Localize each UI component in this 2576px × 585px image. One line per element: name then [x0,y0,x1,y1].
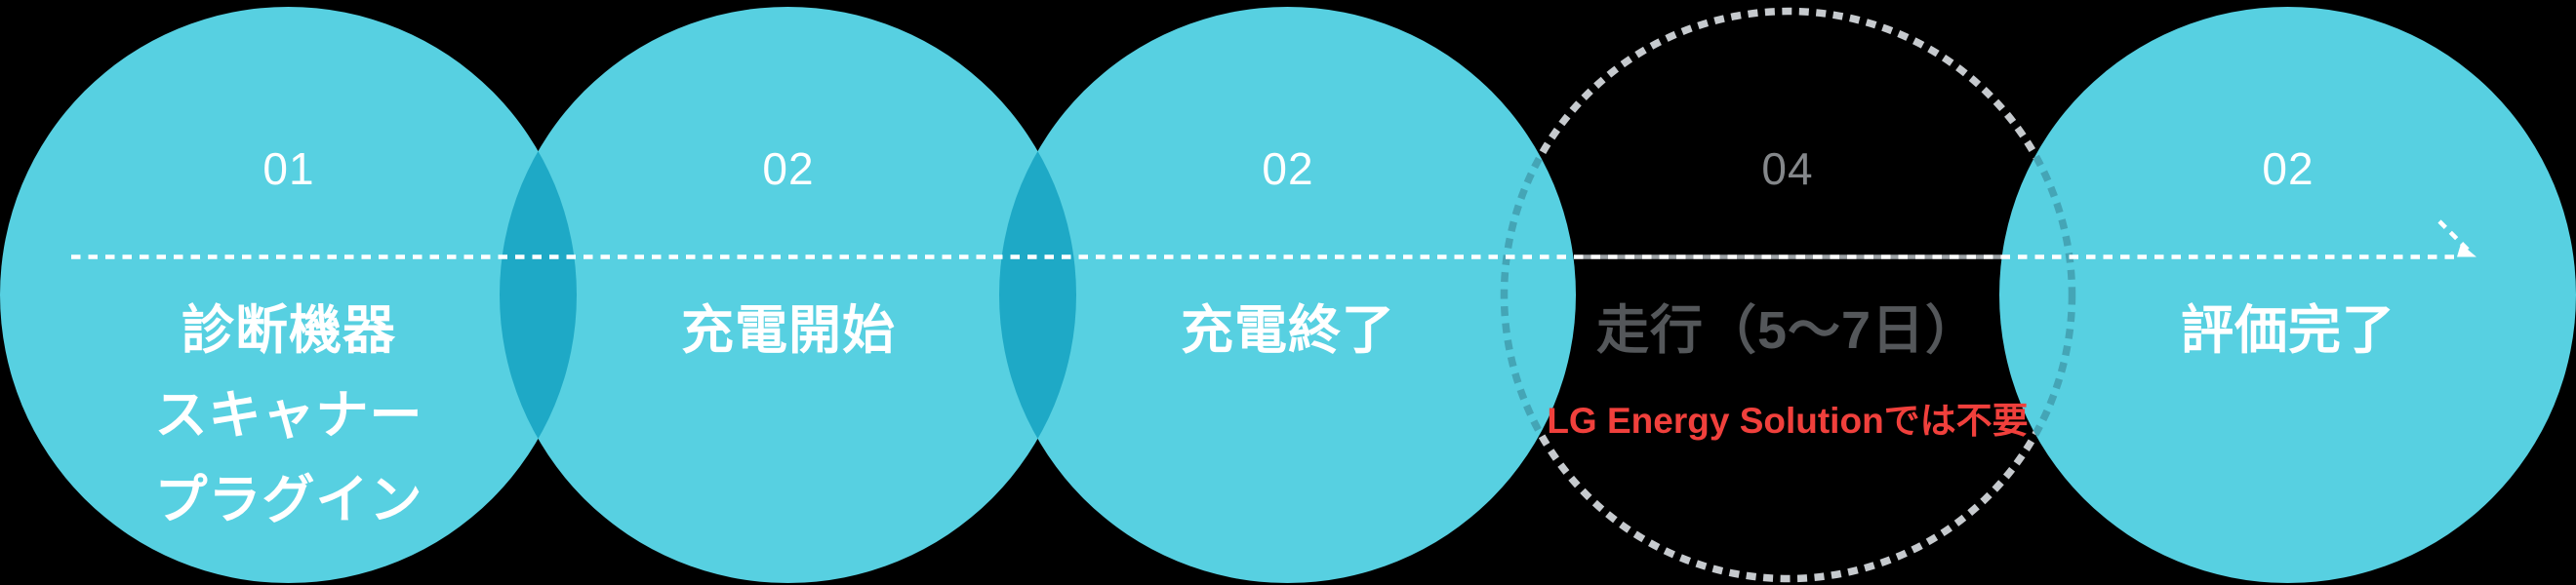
step-1: 01 診断機器 スキャナー プラグイン [39,0,539,585]
step-1-title-line-1: 診断機器 [181,301,396,360]
step-5-number: 02 [2262,143,2314,194]
step-4: 04 走行（5～7日） LG Energy Solutionでは不要 [1538,0,2037,585]
step-4-title-line-1: 走行（5～7日） [1595,301,1980,360]
step-5: 02 評価完了 [2038,0,2538,585]
step-3-title-line-1: 充電終了 [1181,301,1395,360]
step-4-title: 走行（5～7日） [1538,289,2037,373]
step-3-title: 充電終了 [1038,289,1538,373]
step-2-circle [500,7,1076,583]
step-2-number: 02 [762,143,815,194]
step-3: 02 充電終了 [1038,0,1538,585]
step-1-title-line-3: プラグイン [154,471,423,529]
step-2: 02 充電開始 [539,0,1038,585]
step-3-number: 02 [1262,143,1314,194]
step-1-number: 01 [262,143,315,194]
step-5-circle [1999,7,2576,583]
step-1-circle [0,7,577,583]
step-5-title-line-1: 評価完了 [2181,301,2395,360]
step-2-title: 充電開始 [539,289,1038,373]
step-1-title: 診断機器 スキャナー プラグイン [39,289,539,543]
arrowhead-tip-icon [2457,244,2476,257]
step-4-number: 04 [1761,143,1814,194]
arrowhead-barb [2437,219,2472,254]
step-1-title-line-2: スキャナー [154,386,423,445]
step-2-title-line-1: 充電開始 [681,301,896,360]
step-3-circle [999,7,1576,583]
step-4-note: LG Energy Solutionでは不要 [1547,401,2029,441]
step-5-title: 評価完了 [2038,289,2538,373]
